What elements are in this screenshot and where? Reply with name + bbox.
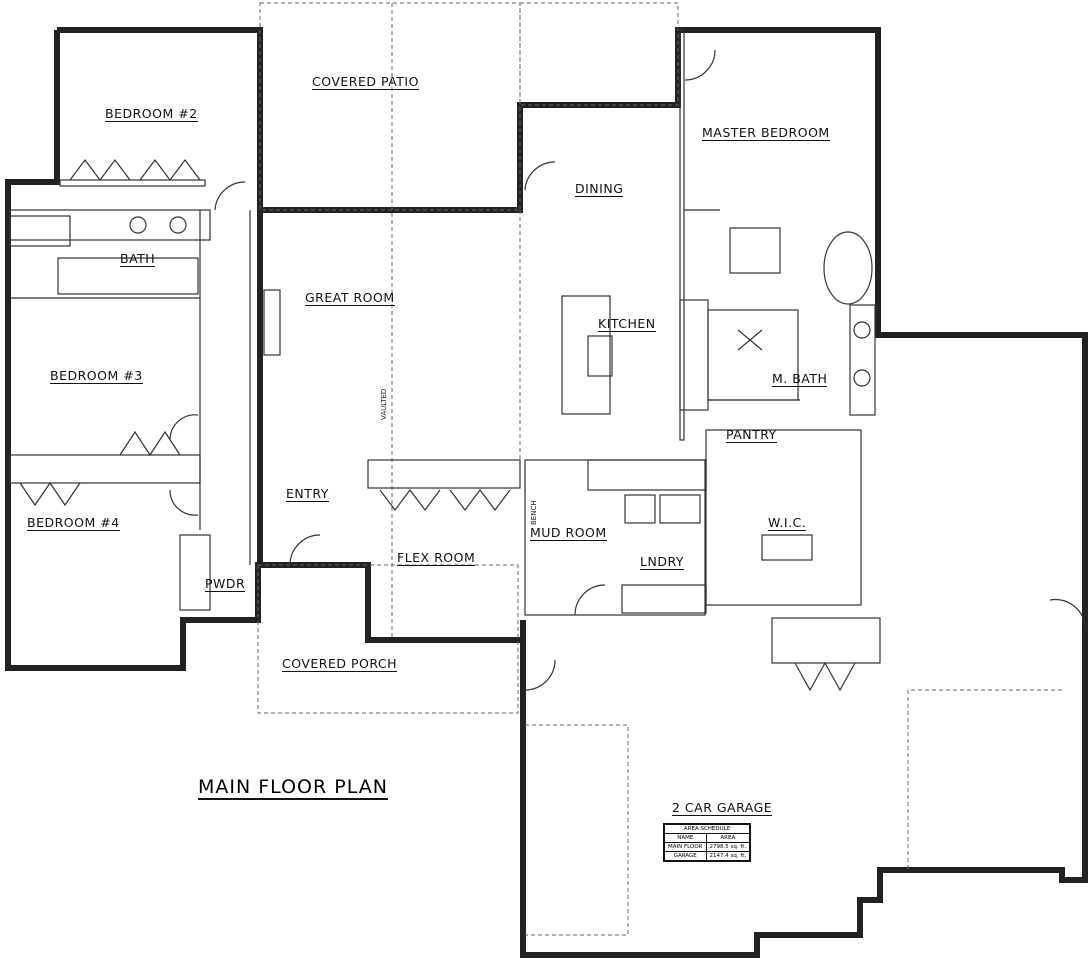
- room-label-covered-patio: COVERED PATIO: [312, 74, 419, 90]
- room-label-pantry: PANTRY: [726, 427, 777, 443]
- garage-doors: [525, 689, 1062, 936]
- header-name: NAME: [663, 833, 707, 843]
- note-vaulted: VAULTED: [380, 388, 388, 420]
- room-label-kitchen: KITCHEN: [598, 316, 656, 332]
- cell-area: 2798.5 sq. ft.: [705, 842, 751, 852]
- room-label-mud-room: MUD ROOM: [530, 525, 607, 541]
- room-label-garage: 2 CAR GARAGE: [672, 800, 773, 816]
- area-schedule-title: AREA SCHEDULE: [663, 823, 751, 834]
- plan-title: MAIN FLOOR PLAN: [198, 776, 388, 800]
- room-label-pwdr: PWDR: [205, 576, 246, 592]
- note-bench: BENCH: [530, 500, 538, 525]
- room-label-bedroom-2: BEDROOM #2: [105, 106, 198, 122]
- room-label-great-room: GREAT ROOM: [305, 290, 395, 306]
- room-label-entry: ENTRY: [286, 486, 329, 502]
- room-label-lndry: LNDRY: [640, 554, 684, 570]
- room-label-bedroom-4: BEDROOM #4: [27, 515, 120, 531]
- room-label-bath: BATH: [120, 251, 156, 267]
- room-label-bedroom-3: BEDROOM #3: [50, 368, 143, 384]
- interior-walls: [9, 29, 881, 664]
- exterior-walls: [5, 27, 1088, 958]
- room-label-flex-room: FLEX ROOM: [397, 550, 476, 566]
- cell-name: MAIN FLOOR: [663, 842, 707, 852]
- room-label-m-bath: M. BATH: [772, 371, 828, 387]
- cell-name: GARAGE: [663, 851, 707, 862]
- room-label-covered-porch: COVERED PORCH: [282, 656, 398, 672]
- header-area: AREA: [705, 833, 751, 843]
- note-door-width: 3'0": [517, 175, 525, 190]
- room-label-dining: DINING: [575, 181, 624, 197]
- doors: [19, 49, 1086, 692]
- covered-areas: [257, 2, 679, 714]
- cell-area: 2147.4 sq. ft.: [705, 851, 751, 862]
- room-label-master-bedroom: MASTER BEDROOM: [702, 125, 830, 141]
- room-label-wic: W.I.C.: [768, 515, 807, 531]
